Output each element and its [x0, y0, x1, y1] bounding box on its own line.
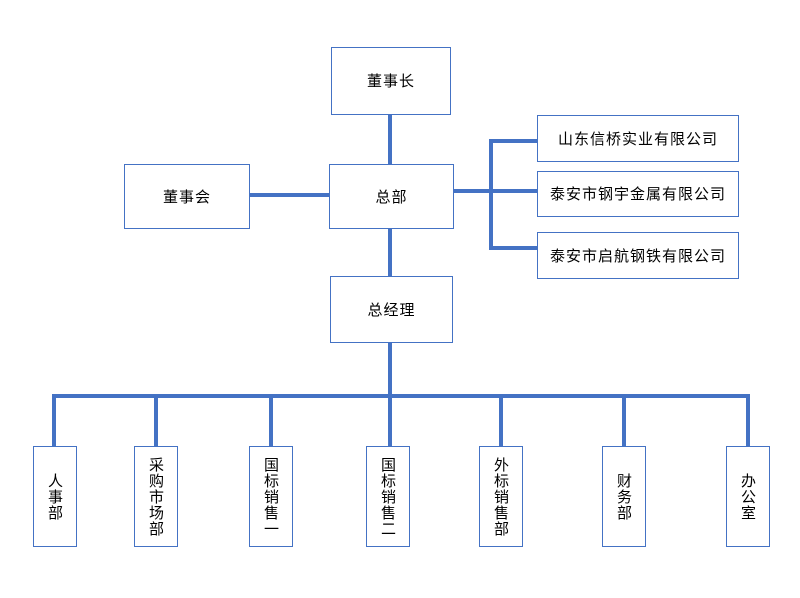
org-node-company-3-label: 泰安市启航钢铁有限公司 — [549, 246, 726, 265]
connector-board-hq — [250, 193, 329, 197]
org-node-dept-caiwu: 财务部 — [602, 446, 646, 547]
org-node-dept-guobiao-xiaoshou-1: 国标销售一 — [249, 446, 293, 547]
org-node-dept-waibiao-xiaoshou: 外标销售部 — [479, 446, 523, 547]
org-node-gm-label: 总经理 — [367, 300, 416, 319]
connector-hq-gm — [388, 229, 392, 276]
org-node-board-label: 董事会 — [162, 187, 211, 206]
org-node-company-2-label: 泰安市钢宇金属有限公司 — [549, 185, 726, 203]
connector-drop-dept-7 — [746, 394, 750, 446]
connector-bracket-company-1 — [489, 139, 537, 143]
org-node-dept-5-label: 外标销售部 — [492, 456, 510, 537]
connector-drop-dept-1 — [52, 394, 56, 446]
org-node-company-shandong-xinqiao: 山东信桥实业有限公司 — [537, 115, 739, 162]
connector-hq-companies — [454, 189, 537, 193]
org-node-gm: 总经理 — [330, 276, 453, 343]
org-node-company-taian-gangyu: 泰安市钢宇金属有限公司 — [537, 171, 739, 217]
org-node-company-1-label: 山东信桥实业有限公司 — [557, 129, 718, 148]
org-node-dept-guobiao-xiaoshou-2: 国标销售二 — [366, 446, 410, 547]
org-node-chairman-label: 董事长 — [366, 72, 415, 90]
connector-drop-dept-5 — [499, 394, 503, 446]
org-node-dept-7-label: 办公室 — [739, 472, 757, 521]
connector-companies-bracket — [489, 139, 493, 250]
connector-drop-dept-3 — [269, 394, 273, 446]
org-node-hq-label: 总部 — [375, 187, 408, 206]
org-node-hq: 总部 — [329, 164, 454, 229]
org-node-dept-2-label: 采购市场部 — [147, 456, 165, 537]
org-node-dept-1-label: 人事部 — [46, 472, 64, 521]
org-node-chairman: 董事长 — [331, 47, 451, 115]
org-node-company-taian-qihang: 泰安市启航钢铁有限公司 — [537, 232, 739, 279]
connector-chairman-hq — [388, 115, 392, 164]
org-node-dept-6-label: 财务部 — [615, 472, 633, 521]
org-node-dept-4-label: 国标销售二 — [379, 456, 397, 537]
org-node-dept-bangongshi: 办公室 — [726, 446, 770, 547]
connector-bracket-company-3 — [489, 246, 537, 250]
org-node-dept-3-label: 国标销售一 — [262, 456, 280, 537]
connector-trunk-horizontal — [52, 394, 750, 398]
org-node-dept-renshi: 人事部 — [33, 446, 77, 547]
org-node-board: 董事会 — [124, 164, 250, 229]
org-node-dept-caigou-shichang: 采购市场部 — [134, 446, 178, 547]
connector-drop-dept-6 — [622, 394, 626, 446]
connector-drop-dept-2 — [154, 394, 158, 446]
